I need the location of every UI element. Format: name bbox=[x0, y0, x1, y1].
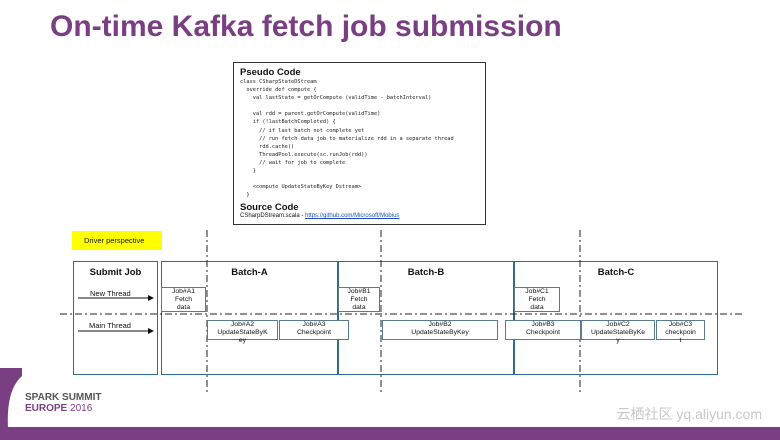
pseudo-code-box: Pseudo Code class CSharpStateDStream ove… bbox=[233, 62, 486, 225]
job-b2-box: Job#B2 UpdateStateByKey bbox=[382, 320, 498, 340]
driver-perspective-label: Driver perspective bbox=[72, 231, 162, 250]
batch-c-panel: Batch-C bbox=[514, 261, 718, 375]
footer-bar bbox=[0, 427, 780, 440]
job-a1-box: Job#A1 Fetch data bbox=[161, 287, 206, 312]
logo-year: 2016 bbox=[70, 403, 93, 414]
source-separator: - bbox=[299, 213, 306, 220]
job-b1-box: Job#B1 Fetch data bbox=[338, 287, 380, 312]
pseudo-code-text: class CSharpStateDStream override def co… bbox=[240, 79, 454, 199]
main-thread-label: Main Thread bbox=[89, 321, 131, 330]
submit-job-panel: Submit Job bbox=[73, 261, 158, 375]
logo-europe: EUROPE bbox=[25, 403, 68, 414]
job-a3-box: Job#A3 Checkpoint bbox=[279, 320, 349, 340]
slide-title: On-time Kafka fetch job submission bbox=[50, 10, 562, 43]
spark-summit-logo: SPARK SUMMIT EUROPE 2016 bbox=[25, 392, 101, 414]
pseudo-code-heading: Pseudo Code bbox=[240, 67, 301, 78]
job-c2-box: Job#C2 UpdateStateByKe y bbox=[581, 320, 655, 344]
logo-line-2: EUROPE 2016 bbox=[25, 403, 101, 414]
logo-line-1: SPARK SUMMIT bbox=[25, 392, 102, 403]
job-c1-box: Job#C1 Fetch data bbox=[514, 287, 560, 312]
watermark-text: 云栖社区 yq.aliyun.com bbox=[616, 406, 762, 422]
job-c3-box: Job#C3 checkpoin t bbox=[656, 320, 705, 344]
job-a2-box: Job#A2 UpdateStateByK ey bbox=[207, 320, 278, 344]
spark-summit-logo-arc bbox=[0, 368, 22, 428]
source-code-heading: Source Code bbox=[240, 202, 299, 214]
source-file-name: CSharpDStream.scala bbox=[240, 213, 300, 220]
batch-a-panel: Batch-A bbox=[161, 261, 338, 375]
submit-job-title: Submit Job bbox=[89, 267, 142, 278]
batch-a-title: Batch-A bbox=[231, 267, 268, 278]
batch-b-title: Batch-B bbox=[407, 267, 445, 278]
batch-c-title: Batch-C bbox=[597, 267, 635, 278]
batch-b-panel: Batch-B bbox=[338, 261, 514, 375]
job-b3-box: Job#B3 Checkpoint bbox=[505, 320, 581, 340]
new-thread-label: New Thread bbox=[90, 289, 131, 298]
source-code-line: CSharpDStream.scala - https://github.com… bbox=[240, 213, 479, 219]
source-link[interactable]: https://github.com/Microsoft/Mobius bbox=[305, 213, 400, 220]
